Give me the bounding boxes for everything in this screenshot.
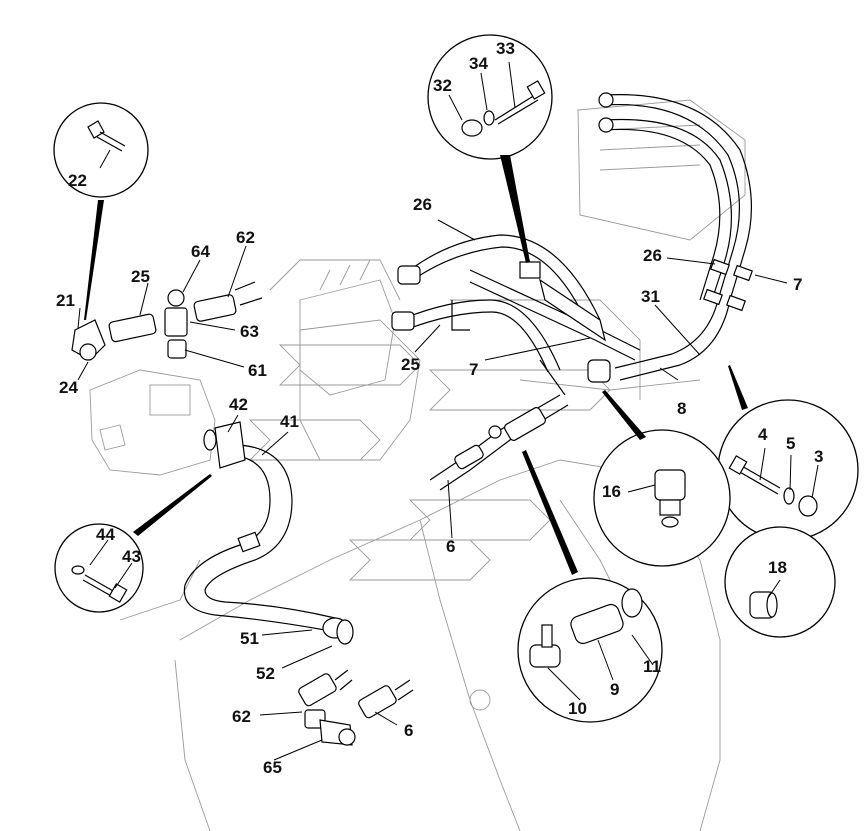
callout-16: 16 [602, 482, 621, 501]
callout-32: 32 [433, 76, 452, 95]
callout-4: 4 [758, 425, 768, 444]
hydraulic-pump [89, 369, 216, 476]
callout-33: 33 [496, 39, 515, 58]
callout-64: 64 [191, 242, 210, 261]
callout-25: 25 [131, 267, 150, 286]
callout-24: 24 [59, 378, 78, 397]
cooler-hoses [598, 92, 753, 381]
callout-7: 7 [469, 360, 478, 379]
callout-65: 65 [263, 758, 282, 777]
control-valve [299, 259, 396, 396]
callout-62: 62 [236, 228, 255, 247]
callout-3: 3 [814, 447, 823, 466]
callout-63: 63 [240, 322, 259, 341]
callout-7b: 7 [793, 275, 802, 294]
callout-31: 31 [641, 287, 660, 306]
callout-6b: 6 [404, 721, 413, 740]
detail-bolt-4 [717, 399, 859, 541]
callout-8: 8 [677, 399, 686, 418]
callout-labels: 22 21 25 24 64 62 63 61 26 33 34 32 7 31… [56, 39, 823, 777]
lower-fittings [298, 669, 414, 746]
direction-arrows [248, 344, 611, 581]
callout-22: 22 [68, 171, 87, 190]
callout-43: 43 [122, 547, 141, 566]
callout-42: 42 [229, 395, 248, 414]
callout-26b: 26 [643, 246, 662, 265]
leader-lines [77, 61, 819, 761]
callout-5: 5 [786, 434, 795, 453]
callout-51: 51 [240, 629, 259, 648]
callout-41: 41 [280, 412, 299, 431]
callout-21: 21 [56, 291, 75, 310]
detail-bolt-33 [427, 34, 553, 160]
callout-62b: 62 [232, 707, 251, 726]
pump-fittings [71, 281, 263, 361]
callout-52: 52 [256, 664, 275, 683]
detail-bolt-22 [53, 102, 149, 198]
oil-cooler [577, 99, 746, 241]
callout-18: 18 [768, 558, 787, 577]
callout-34: 34 [469, 54, 488, 73]
detail-spacer-18 [724, 526, 836, 638]
callout-61: 61 [248, 361, 267, 380]
suction-hose [183, 421, 354, 645]
pointer-wedges [84, 155, 748, 575]
detail-bolt-43 [54, 523, 144, 613]
callout-25b: 25 [401, 355, 420, 374]
pressure-hoses [391, 234, 641, 396]
callout-10: 10 [568, 699, 587, 718]
callout-6: 6 [446, 537, 455, 556]
detail-sensor-16 [593, 429, 731, 567]
callout-9: 9 [610, 680, 619, 699]
callout-26: 26 [413, 195, 432, 214]
callout-11: 11 [643, 657, 661, 676]
tee-adapter-assembly [429, 394, 569, 491]
callout-44: 44 [96, 525, 115, 544]
detail-valve-9 [517, 577, 663, 723]
